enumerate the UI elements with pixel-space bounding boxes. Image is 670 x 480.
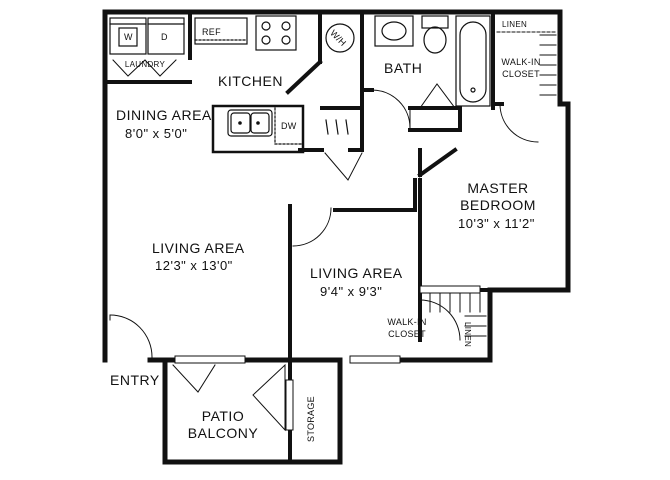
dining-area-dim: 8'0" x 5'0" — [125, 126, 188, 141]
storage-label: STORAGE — [305, 396, 316, 442]
refrigerator — [194, 17, 248, 45]
linen-shelves-top — [496, 31, 557, 96]
laundry-door — [112, 59, 177, 77]
range — [255, 15, 297, 51]
dishwasher-label: DW — [281, 121, 297, 131]
entry-label: ENTRY — [110, 372, 160, 388]
doors — [109, 83, 539, 432]
walk-in-closet-mid-label: WALK-IN CLOSET — [387, 317, 427, 339]
water-heater — [325, 23, 355, 53]
master-bedroom-dim: 10'3" x 11'2" — [458, 216, 535, 231]
washer-label: W — [124, 32, 133, 42]
linen-top-label: LINEN — [502, 20, 528, 29]
dishwasher — [274, 105, 304, 145]
windows — [174, 285, 481, 431]
washer-dryer — [109, 17, 185, 55]
bath-label: BATH — [384, 60, 423, 76]
closet-shelves-mid — [429, 293, 487, 337]
linen-mid-label: LINEN — [463, 321, 473, 348]
dining-area-label: DINING AREA — [116, 107, 212, 123]
master-bedroom-label: MASTER BEDROOM — [460, 180, 536, 213]
kitchen-sink — [227, 109, 273, 137]
walk-in-closet-top-label: WALK-IN CLOSET — [501, 57, 541, 79]
bathtub — [455, 15, 491, 107]
living-area-second-label: LIVING AREA — [310, 265, 403, 281]
living-area-main-dim: 12'3" x 13'0" — [155, 258, 233, 273]
ref-label: REF — [202, 27, 221, 37]
kitchen-pantry-shelves — [325, 119, 349, 135]
patio-balcony-label: PATIO BALCONY — [187, 408, 259, 441]
kitchen-label: KITCHEN — [218, 73, 283, 89]
living-area-main-label: LIVING AREA — [152, 240, 245, 256]
laundry-label: LAUNDRY — [124, 60, 166, 69]
living-area-second-dim: 9'4" x 9'3" — [320, 284, 383, 299]
kitchen-counter — [211, 104, 305, 154]
toilet — [421, 15, 449, 54]
dryer-label: D — [161, 32, 168, 42]
interior-walls — [103, 10, 504, 464]
bath-vanity — [374, 15, 414, 47]
